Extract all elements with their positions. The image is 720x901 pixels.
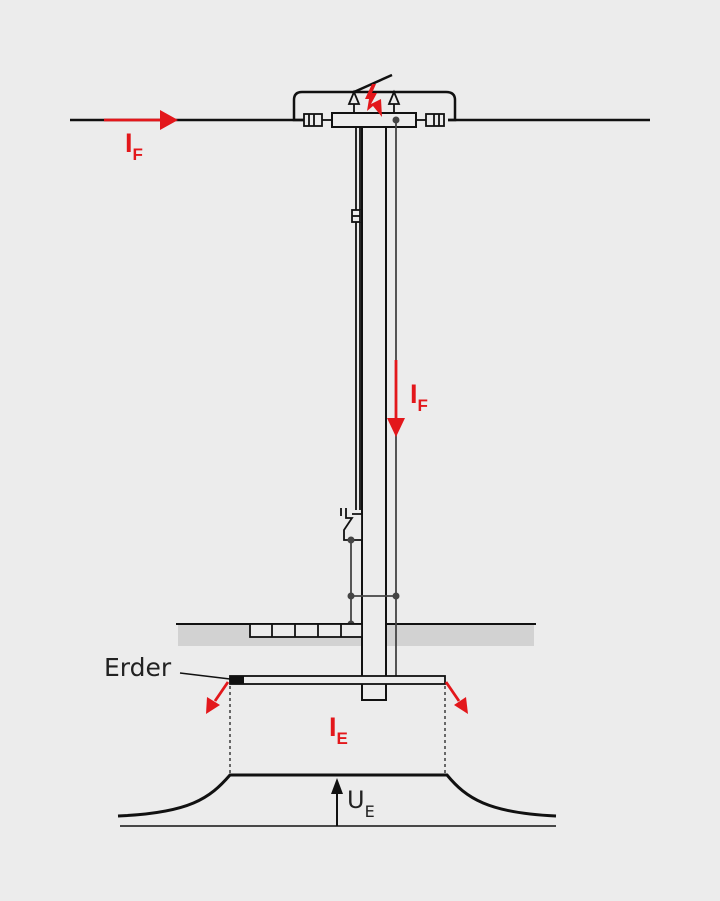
foundation-blocks <box>249 623 363 638</box>
earth-current-label: IE <box>329 712 348 748</box>
electrode-current-arrow-right <box>444 681 468 714</box>
bridge-loop <box>292 90 457 122</box>
fault-current-label-line-sub: F <box>133 145 143 164</box>
switch-blade <box>353 73 393 94</box>
fault-current-label-line: IF <box>125 128 143 164</box>
voltage-arrow <box>331 778 343 826</box>
earth-electrode-end <box>230 676 244 684</box>
earth-electrode-label: Erder <box>104 653 172 682</box>
fault-current-label-line-main: I <box>125 128 133 158</box>
pole-current-arrow <box>387 360 405 437</box>
dashed-projections <box>229 686 446 774</box>
pin-insulators <box>347 89 401 113</box>
crossarm <box>331 112 417 128</box>
down-cable <box>351 127 361 510</box>
arrester-box <box>340 508 363 541</box>
fault-current-label-pole-main: I <box>410 379 418 409</box>
earth-voltage-label-sub: E <box>365 802 375 821</box>
lightning-bolt-icon <box>365 84 382 117</box>
fault-current-label-pole: IF <box>410 379 428 415</box>
electrode-current-arrow-left <box>206 681 230 714</box>
earth-current-label-sub: E <box>337 729 348 748</box>
electrode-leader <box>179 672 231 680</box>
arrow-icon <box>104 110 178 130</box>
earth-voltage-label-main: U <box>347 786 365 814</box>
pole <box>361 126 387 701</box>
line-clamp-right <box>416 113 445 127</box>
fault-current-label-pole-sub: F <box>418 396 428 415</box>
earth-electrode <box>229 675 446 685</box>
earth-voltage-label: UE <box>347 786 375 821</box>
earth-current-label-main: I <box>329 712 337 742</box>
line-clamp-left <box>303 113 332 127</box>
potential-curve <box>117 773 557 818</box>
